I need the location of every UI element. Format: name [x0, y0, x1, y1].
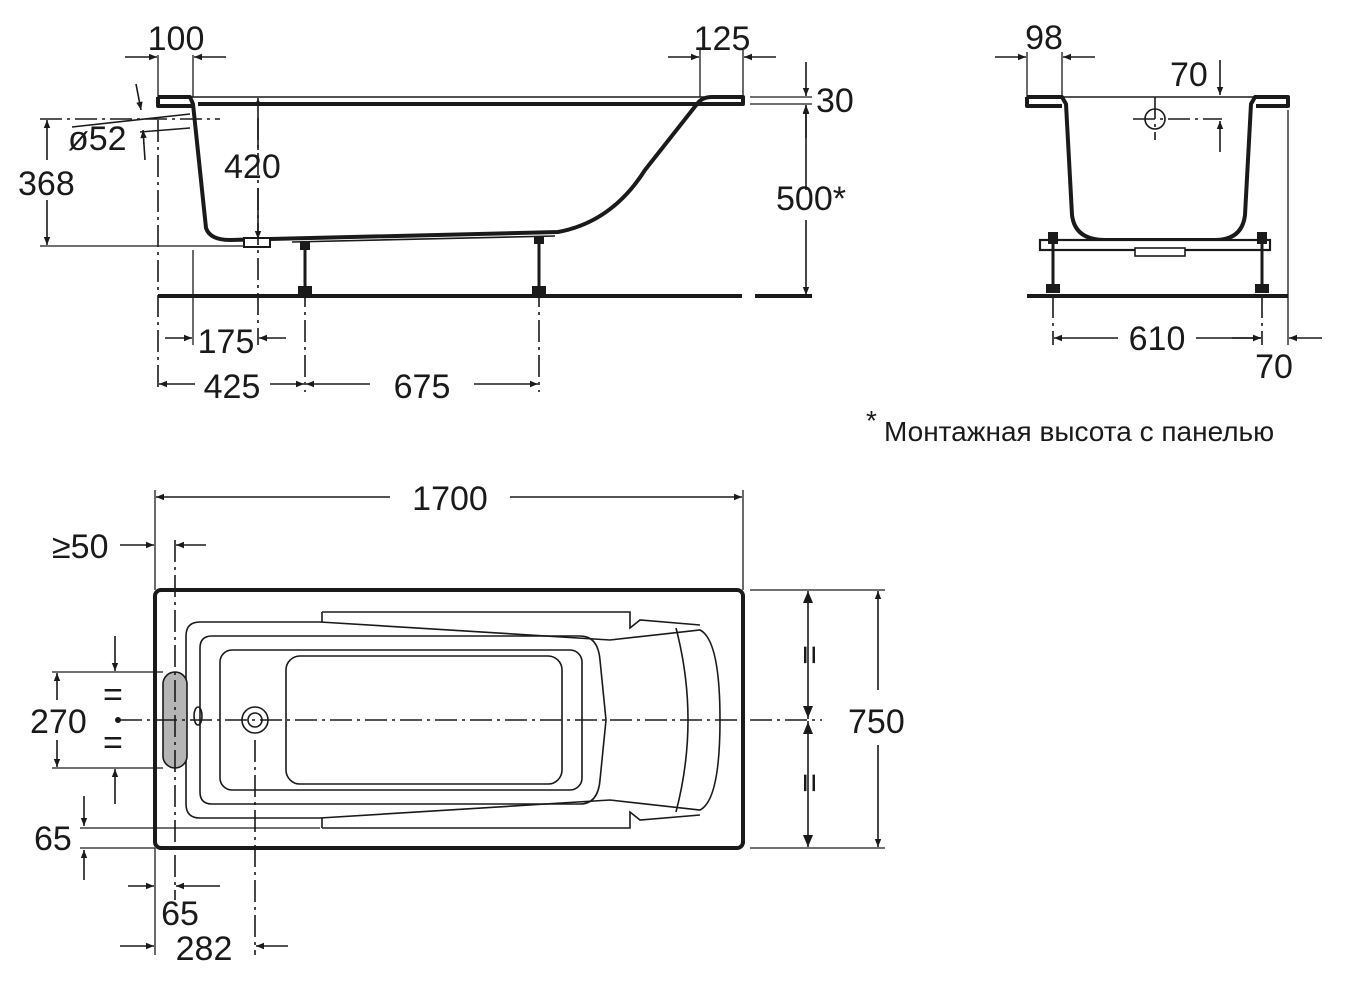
dim-65-left: 65: [34, 820, 72, 858]
dim-425: 425: [204, 368, 261, 406]
top-overflow-slot: [193, 706, 203, 726]
dim-610: 610: [1129, 320, 1186, 358]
top-view: 1700 ≥50 270 = = 750 = = 65 65: [30, 480, 905, 968]
top-armrest-upper: [322, 611, 701, 630]
equal-mark-left-lower: =: [103, 724, 123, 762]
dim-30: 30: [816, 82, 854, 120]
top-tub-outer: [153, 588, 745, 850]
equal-mark-left-upper: =: [103, 676, 123, 714]
dim-420: 420: [224, 148, 281, 186]
end-view: 98 70 610 70: [995, 19, 1322, 386]
end-leg-left: [1046, 232, 1060, 293]
side-tub-rim-left: [156, 97, 195, 108]
dim-1700: 1700: [412, 480, 488, 518]
dim-100: 100: [148, 20, 205, 58]
dim-500: 500*: [776, 180, 846, 218]
equal-mark-right-upper: =: [790, 645, 828, 665]
dim-125: 125: [694, 20, 751, 58]
dim-diameter-52: ø52: [68, 120, 127, 158]
side-drain: [243, 237, 271, 248]
side-base-strip: [291, 235, 556, 243]
top-armrest-lower: [322, 810, 701, 829]
dim-70-top: 70: [1170, 56, 1208, 94]
dim-65-bottom: 65: [161, 895, 199, 933]
footnote-star: *: [866, 405, 877, 436]
end-tub-outline: [1025, 95, 1290, 242]
dim-175: 175: [198, 323, 255, 361]
dim-675: 675: [394, 368, 451, 406]
side-view: 100 125 30 500* 420 368 ø52 175 425: [18, 20, 854, 406]
dim-368: 368: [18, 165, 75, 203]
footnote-text: Монтажная высота с панелью: [884, 416, 1274, 447]
dim-min-50: ≥50: [52, 528, 108, 566]
end-leg-right: [1255, 232, 1269, 293]
dim-98: 98: [1025, 19, 1063, 57]
dim-750: 750: [848, 703, 905, 741]
dim-270: 270: [30, 703, 87, 741]
equal-mark-right-lower: =: [790, 773, 828, 793]
dim-70-side: 70: [1255, 348, 1293, 386]
footnote: * Монтажная высота с панелью: [866, 405, 1274, 447]
top-inner-bowl: [185, 621, 721, 819]
dim-282: 282: [176, 930, 233, 968]
top-inner-wall: [199, 635, 607, 805]
end-frame-center: [1134, 247, 1186, 257]
